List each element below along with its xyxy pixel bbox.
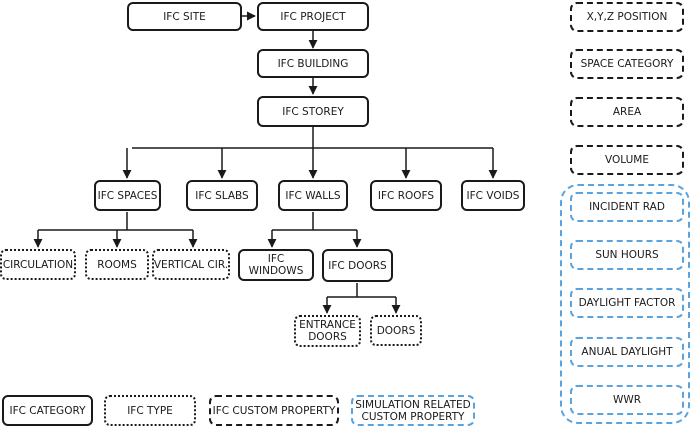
entrance-doors-line2: DOORS bbox=[308, 331, 347, 343]
ifc-building-node: IFC BUILDING bbox=[257, 49, 369, 78]
legend-ifc-category: IFC CATEGORY bbox=[2, 395, 93, 426]
branch-spaces bbox=[38, 212, 193, 231]
simulation-property-sun-hours: SUN HOURS bbox=[570, 240, 684, 270]
ifc-site-node: IFC SITE bbox=[127, 2, 242, 31]
custom-property-space-category: SPACE CATEGORY bbox=[570, 49, 684, 79]
doors-node: DOORS bbox=[370, 315, 422, 346]
entrance-doors-line1: ENTRANCE bbox=[299, 319, 356, 331]
rooms-node: ROOMS bbox=[85, 249, 149, 280]
branch-walls bbox=[272, 212, 357, 231]
simulation-properties-group bbox=[560, 184, 690, 424]
branch-doors bbox=[327, 283, 396, 298]
simulation-property-incident-rad: INCIDENT RAD bbox=[570, 192, 684, 222]
ifc-walls-node: IFC WALLS bbox=[278, 180, 348, 211]
simulation-property-daylight-factor: DAYLIGHT FACTOR bbox=[570, 288, 684, 318]
branch-storey bbox=[132, 127, 493, 149]
circulation-node: CIRCULATION bbox=[0, 249, 76, 280]
legend-ifc-custom-property: IFC CUSTOM PROPERTY bbox=[209, 395, 339, 426]
ifc-roofs-node: IFC ROOFS bbox=[370, 180, 442, 211]
entrance-doors-node: ENTRANCE DOORS bbox=[294, 315, 361, 347]
custom-property-xyz-position: X,Y,Z POSITION bbox=[570, 2, 684, 32]
ifc-voids-node: IFC VOIDS bbox=[461, 180, 525, 211]
ifc-windows-line2: WINDOWS bbox=[248, 265, 304, 277]
simulation-property-anual-daylight: ANUAL DAYLIGHT bbox=[570, 337, 684, 367]
ifc-windows-line1: IFC bbox=[267, 253, 285, 265]
custom-property-area: AREA bbox=[570, 97, 684, 127]
ifc-windows-node: IFC WINDOWS bbox=[238, 249, 314, 281]
ifc-spaces-node: IFC SPACES bbox=[94, 180, 161, 211]
ifc-project-node: IFC PROJECT bbox=[257, 2, 369, 31]
ifc-doors-node: IFC DOORS bbox=[322, 249, 393, 282]
legend-simulation-line2: CUSTOM PROPERTY bbox=[361, 410, 465, 423]
ifc-storey-node: IFC STOREY bbox=[257, 96, 369, 127]
legend-simulation-custom-property: SIMULATION RELATED CUSTOM PROPERTY bbox=[351, 395, 475, 426]
ifc-slabs-node: IFC SLABS bbox=[186, 180, 258, 211]
vertical-cir-node: VERTICAL CIR. bbox=[152, 249, 230, 280]
legend-simulation-line1: SIMULATION RELATED bbox=[355, 398, 471, 411]
legend-ifc-type: IFC TYPE bbox=[104, 395, 196, 426]
custom-property-volume: VOLUME bbox=[570, 145, 684, 175]
simulation-property-wwr: WWR bbox=[570, 385, 684, 415]
